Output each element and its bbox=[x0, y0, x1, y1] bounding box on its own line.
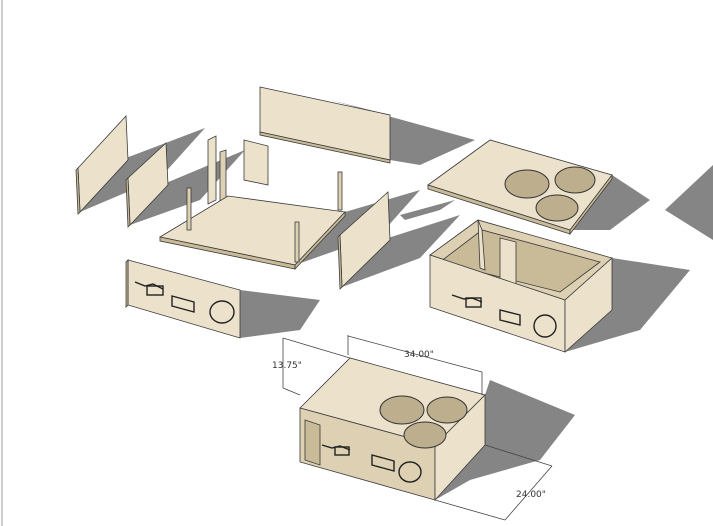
logo-mark bbox=[321, 444, 422, 483]
height-dimension-label: 13.75" bbox=[272, 361, 302, 371]
front-logo-panel bbox=[125, 259, 241, 339]
side-panel-left bbox=[75, 115, 129, 215]
depth-dimension-label: 24.00" bbox=[516, 490, 546, 500]
assembled-box bbox=[299, 357, 486, 502]
logo-mark bbox=[134, 281, 235, 324]
side-panel-right bbox=[337, 191, 391, 290]
width-dimension-label: 34.00" bbox=[404, 350, 434, 360]
back-panel bbox=[259, 86, 391, 164]
divider-pieces bbox=[207, 135, 269, 205]
base-board bbox=[158, 171, 346, 271]
logo-mark bbox=[451, 294, 557, 338]
lid-with-cup-holes bbox=[427, 139, 613, 236]
open-box bbox=[429, 219, 613, 353]
shadows bbox=[80, 100, 713, 500]
side-panel-inner bbox=[125, 142, 169, 228]
dimension-lines bbox=[282, 335, 553, 521]
